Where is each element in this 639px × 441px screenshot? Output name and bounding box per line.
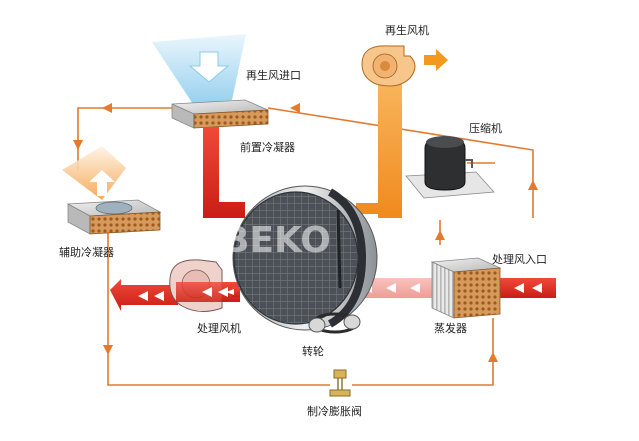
label-process-fan: 处理风机 — [197, 322, 241, 335]
arrow-up-compressor — [435, 230, 445, 240]
inlet-arrows — [514, 283, 542, 293]
up-arrow-icon — [89, 170, 115, 196]
regen-air-duct-out — [356, 84, 402, 218]
regen-exhaust-arrow — [424, 49, 448, 71]
arrow-up-evap — [488, 352, 498, 362]
label-rotor: 转轮 — [302, 345, 324, 358]
label-regen-inlet: 再生风进口 — [246, 69, 301, 82]
regen-air-duct-in — [203, 127, 245, 218]
line-aux-to-valve — [107, 228, 330, 386]
line-to-pre-condenser — [267, 107, 534, 218]
aux-condenser — [66, 199, 162, 235]
process-fan — [169, 259, 240, 312]
line-valve-to-evap — [352, 318, 494, 386]
rotor-wheel — [226, 185, 378, 331]
fan-icon — [95, 201, 133, 215]
right-arrow-icon — [424, 49, 448, 71]
down-arrow-icon — [188, 51, 230, 83]
evaporator — [430, 257, 502, 319]
regen-fan — [361, 45, 416, 87]
pre-condenser — [171, 99, 269, 129]
arrow-down-aux — [103, 345, 113, 355]
arrow-up-right — [528, 180, 538, 190]
rotor-drive — [308, 312, 361, 334]
arrow-left-top — [102, 103, 112, 113]
label-aux-condenser: 辅助冷凝器 — [59, 246, 114, 259]
watermark-text: BEKO — [222, 220, 331, 261]
label-pre-condenser: 前置冷凝器 — [240, 141, 295, 154]
label-expansion-valve: 制冷膨胀阀 — [307, 405, 362, 418]
expansion-valve — [329, 369, 351, 397]
label-compressor: 压缩机 — [469, 122, 502, 135]
aux-exhaust-airflow — [62, 146, 126, 200]
refrigerant-arrows — [73, 103, 538, 362]
arrow-left-mid — [290, 103, 300, 113]
label-process-inlet: 处理风入口 — [492, 253, 547, 266]
arrow-down-left — [73, 140, 83, 150]
compressor — [405, 136, 495, 199]
label-evaporator: 蒸发器 — [434, 322, 467, 335]
label-regen-fan: 再生风机 — [385, 24, 429, 37]
evap-side-arrows — [362, 283, 420, 293]
regen-inlet-airflow — [152, 34, 246, 104]
